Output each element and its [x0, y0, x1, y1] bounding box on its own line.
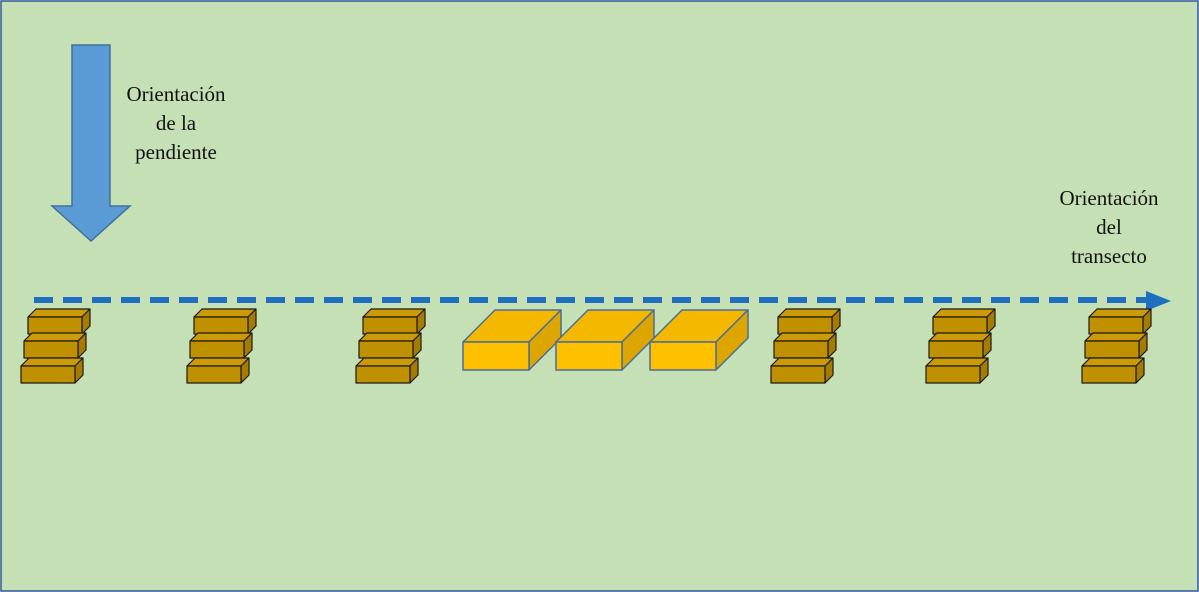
small-plot-stack — [926, 309, 995, 383]
small-plot-box — [774, 333, 836, 358]
small-plot-box — [187, 358, 249, 383]
small-plot-box — [1089, 309, 1151, 334]
slope-label-line-3: pendiente — [106, 138, 246, 167]
small-plot-stack — [21, 309, 90, 383]
small-plot-box — [363, 309, 425, 334]
small-plot-box — [1085, 333, 1147, 358]
transect-label-line-2: del — [1036, 213, 1182, 242]
small-plot-stack — [771, 309, 840, 383]
small-plot-stack — [1082, 309, 1151, 383]
small-plot-box — [926, 358, 988, 383]
slope-label-line-2: de la — [106, 109, 246, 138]
transect-label-line-1: Orientación — [1036, 184, 1182, 213]
small-plot-box — [933, 309, 995, 334]
small-plot-stack — [356, 309, 425, 383]
small-plot-box — [356, 358, 418, 383]
small-plot-box — [21, 358, 83, 383]
small-plot-box — [929, 333, 991, 358]
small-plot-stack — [187, 309, 256, 383]
small-plot-box — [778, 309, 840, 334]
small-plot-box — [190, 333, 252, 358]
slope-orientation-label: Orientación de la pendiente — [106, 80, 246, 167]
transect-label-line-3: transecto — [1036, 242, 1182, 271]
small-plot-box — [771, 358, 833, 383]
small-plot-box — [24, 333, 86, 358]
small-plot-box — [1082, 358, 1144, 383]
small-plot-box — [194, 309, 256, 334]
transect-orientation-label: Orientación del transecto — [1036, 184, 1182, 271]
small-plot-box — [359, 333, 421, 358]
large-plot-boxes — [463, 310, 748, 370]
slope-label-line-1: Orientación — [106, 80, 246, 109]
small-plot-box — [28, 309, 90, 334]
